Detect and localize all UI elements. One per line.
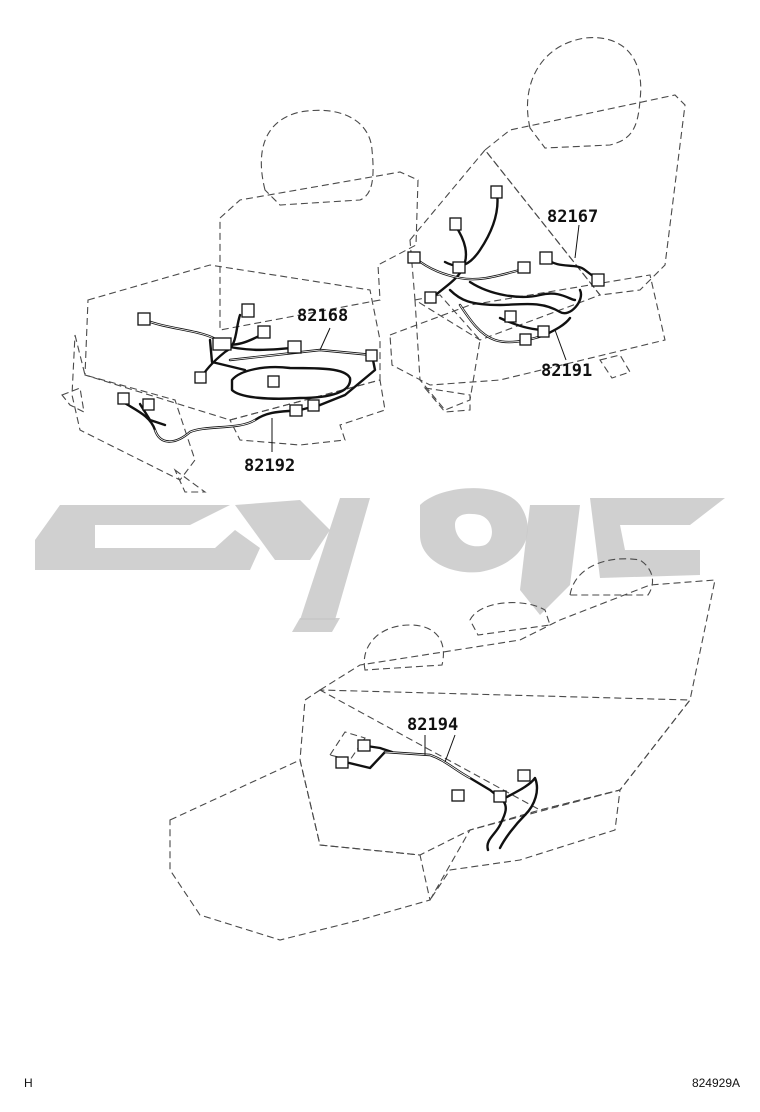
part-label-82168: 82168 bbox=[297, 306, 348, 326]
part-label-82194: 82194 bbox=[407, 715, 458, 735]
rear-bench-seat-outline bbox=[169, 558, 716, 941]
harness-82167 bbox=[407, 185, 605, 315]
harness-82192 bbox=[117, 392, 322, 452]
part-label-82167: 82167 bbox=[547, 207, 598, 227]
harness-82194 bbox=[335, 734, 539, 852]
watermark-logo bbox=[35, 488, 725, 632]
front-right-seat-outline bbox=[389, 37, 686, 413]
illustration-code: 824929A bbox=[691, 1076, 740, 1090]
harness-82191 bbox=[458, 303, 572, 361]
harness-82168 bbox=[137, 303, 378, 407]
front-left-seat-outline bbox=[61, 109, 419, 493]
part-label-82192: 82192 bbox=[244, 456, 295, 476]
part-label-82191: 82191 bbox=[541, 361, 592, 381]
section-code: H bbox=[24, 1076, 33, 1090]
